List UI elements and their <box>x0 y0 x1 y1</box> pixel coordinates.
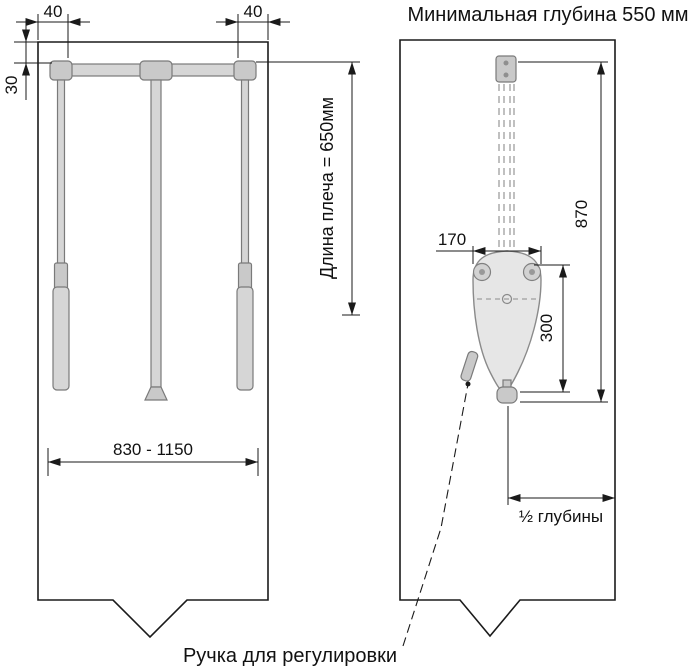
handle-callout <box>402 381 471 647</box>
dim-arm-length-value: Длина плеча = 650мм <box>317 97 337 279</box>
arm-coupling-right <box>237 262 253 290</box>
arm-rod-right <box>240 79 250 276</box>
lift-mechanism-front <box>49 60 257 401</box>
side-view-title: Минимальная глубина 550 мм <box>407 4 688 26</box>
arm-coupling-left <box>53 262 69 290</box>
dim-offset-left: 40 <box>16 2 90 58</box>
dim-top-gap-value: 30 <box>2 76 21 95</box>
rod-end-knob <box>496 386 518 404</box>
mounting-bracket <box>495 55 517 83</box>
dim-width-range-value: 830 - 1150 <box>113 440 193 459</box>
handle-callout-label: Ручка для регулировки <box>183 645 397 667</box>
dim-mechanism-height-value: 300 <box>537 314 556 342</box>
dim-mechanism-width-value: 170 <box>438 230 466 249</box>
bar-center-joint <box>139 60 173 81</box>
bar-end-cap-right <box>233 60 257 81</box>
side-view: Минимальная глубина 550 мм <box>399 4 689 647</box>
pivot-left-axle <box>479 269 485 275</box>
dim-overall-height-value: 870 <box>572 200 591 228</box>
pull-rod-tip <box>144 386 168 401</box>
dim-overall-height: 870 <box>518 61 608 403</box>
dim-mechanism-width: 170 <box>436 230 542 264</box>
dim-top-gap: 30 <box>2 20 52 100</box>
dim-width-range: 830 - 1150 <box>47 440 259 476</box>
dim-half-depth: ½ глубины <box>507 406 615 526</box>
arm-tube-right <box>236 286 254 391</box>
dim-offset-right: 40 <box>216 2 290 58</box>
arm-tube-left <box>52 286 70 391</box>
adjustment-handle <box>460 350 479 382</box>
cabinet-outline-front <box>37 41 269 639</box>
dim-mechanism-height: 300 <box>520 264 570 393</box>
dim-arm-length: Длина плеча = 650мм <box>256 61 360 316</box>
bracket-screw <box>503 60 509 66</box>
arm-rod-left <box>56 79 66 276</box>
cabinet-outline-side <box>399 39 616 638</box>
dim-half-depth-value: ½ глубины <box>519 507 603 526</box>
pivot-right-axle <box>529 269 535 275</box>
dim-offset-right-value: 40 <box>244 2 263 21</box>
bar-end-cap-left <box>49 60 73 81</box>
center-pull-rod <box>150 79 162 388</box>
front-view: 40 40 30 Длина плеча = 650мм <box>2 2 360 639</box>
dim-offset-left-value: 40 <box>44 2 63 21</box>
bracket-screw <box>503 72 509 78</box>
leader-dot <box>465 381 471 387</box>
housing-axle <box>501 293 513 305</box>
leader-line <box>402 383 469 647</box>
lift-mechanism-side <box>460 55 542 404</box>
